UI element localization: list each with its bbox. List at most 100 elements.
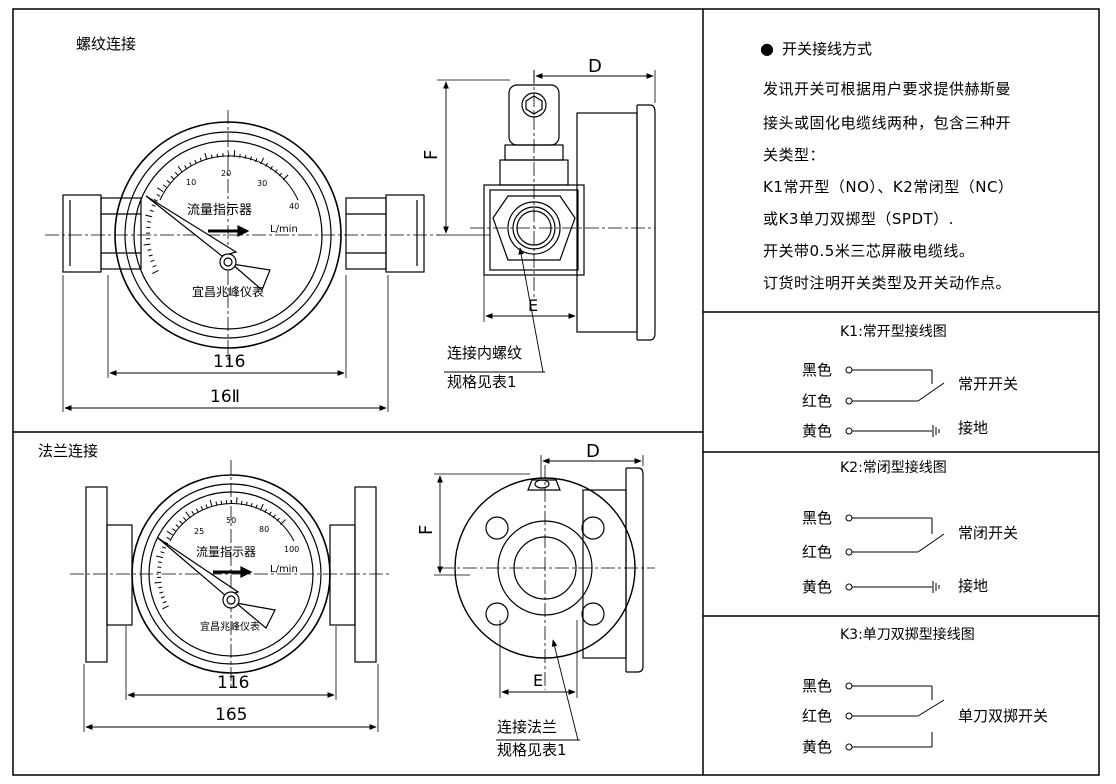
- gauge-tick: [160, 596, 165, 599]
- desc-line: 发讯开关可根据用户要求提供赫斯曼: [763, 80, 1012, 98]
- dim-E: E: [528, 296, 538, 315]
- gauge-tick: [162, 184, 167, 188]
- gauge-tick: [220, 500, 223, 505]
- gauge-tick-label: 20: [221, 169, 231, 178]
- gauge-tick: [177, 165, 183, 173]
- gauge-tick: [278, 172, 283, 177]
- gauge-tick: [265, 162, 268, 167]
- gauge-tick: [255, 504, 258, 509]
- gauge-tick: [249, 156, 252, 161]
- gauge-tick: [174, 171, 179, 176]
- gauge-tick: [244, 154, 247, 159]
- k1-wiring-diagram: [845, 366, 945, 437]
- dim-116: 116: [213, 352, 245, 372]
- gauge-tick: [189, 162, 192, 167]
- k3-title: K3:单刀双掷型接线图: [840, 627, 975, 643]
- gauge-tick: [268, 511, 272, 516]
- flanged-front-view: [70, 460, 390, 732]
- desc-line: K1常开型（NO）、K2常闭型（NC）: [763, 178, 1014, 196]
- gauge-tick: [191, 510, 195, 515]
- gauge-tick: [240, 500, 243, 505]
- frame: [12, 8, 1100, 776]
- gauge-tick: [260, 157, 265, 165]
- gauge-tick: [264, 508, 268, 513]
- gauge-tick: [154, 581, 162, 584]
- gauge-tick: [194, 159, 197, 164]
- gauge-tick: [250, 502, 253, 508]
- gauge-tick-label: 10: [186, 178, 196, 187]
- gauge-unit: L/min: [270, 564, 298, 575]
- switch-label: 常闭开关: [958, 524, 1019, 542]
- ground-label: 接地: [958, 419, 989, 437]
- desc-line: 关类型：: [763, 146, 826, 164]
- desc-line: 订货时注明开关类型及开关动作点。: [763, 274, 1012, 292]
- gauge-tick: [195, 508, 199, 513]
- gauge-maker: 宜昌兆峰仪表: [192, 284, 264, 299]
- wire-black: 黑色: [802, 677, 833, 695]
- callout-thread-line2: 规格见表1: [447, 373, 517, 391]
- desc-line: 接头或固化电缆线两种，包含三种开: [763, 114, 1012, 132]
- gauge-tick: [145, 214, 153, 218]
- k2-title: K2:常闭型接线图: [840, 460, 947, 476]
- gauge-tick: [276, 517, 280, 522]
- gauge-tick: [200, 506, 204, 511]
- gauge-tick: [185, 511, 191, 518]
- wire-yellow: 黄色: [802, 738, 833, 756]
- gauge-tick: [205, 504, 208, 509]
- wire-black: 黑色: [802, 361, 833, 379]
- gauge-tick: [175, 524, 180, 528]
- gauge-tick: [216, 153, 219, 158]
- section-title-threaded: 螺纹连接: [76, 35, 137, 53]
- gauge-tick-label: 30: [257, 179, 267, 188]
- dim-116: 116: [217, 673, 249, 693]
- gauge-tick: [149, 209, 154, 212]
- gauge-tick: [157, 561, 163, 564]
- gauge-unit: L/min: [270, 224, 298, 235]
- gauge-tick: [255, 158, 258, 163]
- gauge-tick: [183, 517, 187, 521]
- gauge-tick: [259, 503, 264, 511]
- gauge-tick: [269, 165, 273, 170]
- gauge-tick: [166, 179, 171, 184]
- gauge-tick: [179, 520, 183, 525]
- dim-D: D: [586, 441, 600, 462]
- gauge-tick: [160, 551, 165, 554]
- gauge-tick: [282, 174, 289, 181]
- gauge-tick-label: 100: [284, 545, 299, 554]
- gauge-tick: [147, 221, 152, 223]
- gauge-tick: [152, 264, 157, 268]
- wire-yellow: 黄色: [802, 578, 833, 596]
- wire-red: 红色: [802, 707, 833, 725]
- gauge-tick: [280, 519, 286, 525]
- gauge-tick: [147, 249, 152, 251]
- gauge-maker: 宜昌兆峰仪表: [200, 620, 260, 633]
- gauge-tick-label: 80: [259, 525, 269, 534]
- gauge-tick: [204, 153, 208, 161]
- desc-line: 开关带0.5米三芯屏蔽电缆线。: [763, 242, 975, 260]
- gauge-tick: [170, 175, 175, 180]
- gauge-tick: [158, 586, 163, 589]
- wire-yellow: 黄色: [802, 422, 833, 440]
- gauge-tick: [148, 254, 153, 257]
- dim-F: F: [421, 150, 442, 160]
- gauge-tick: [215, 501, 218, 506]
- wiring-title: 开关接线方式: [782, 40, 873, 58]
- dim-E: E: [533, 671, 543, 690]
- gauge-tick: [150, 259, 155, 263]
- gauge-title: 流量指示器: [196, 544, 256, 559]
- ground-label: 接地: [958, 577, 989, 595]
- gauge-tick: [143, 243, 151, 246]
- k1-title: K1:常开型接线图: [840, 324, 947, 340]
- gauge-tick: [272, 514, 276, 519]
- gauge-tick: [209, 499, 213, 507]
- k3-wiring-diagram: [845, 682, 945, 751]
- gauge-tick: [233, 150, 236, 158]
- dim-160: 16Ⅱ: [210, 387, 240, 407]
- gauge-tick: [274, 169, 278, 173]
- gauge-tick: [157, 187, 164, 193]
- section-title-flanged: 法兰连接: [38, 442, 99, 460]
- wire-black: 黑色: [802, 509, 833, 527]
- gauge-tick-label: 25: [194, 527, 204, 536]
- gauge-tick-label: 50: [226, 516, 236, 525]
